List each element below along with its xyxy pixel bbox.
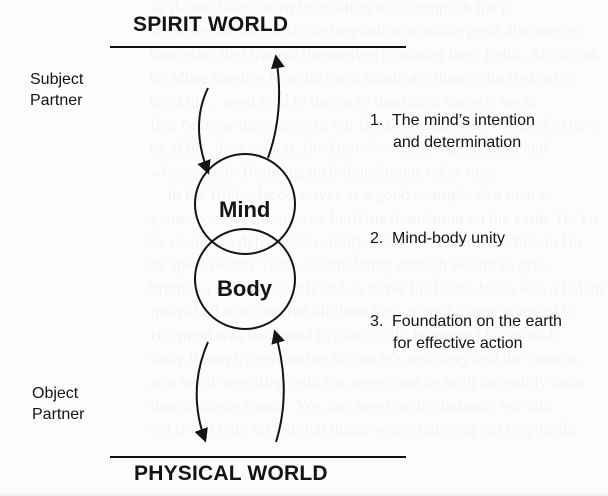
object-partner-label: Object Partner: [32, 385, 85, 423]
mind-circle: [194, 153, 296, 255]
body-circle: [194, 228, 296, 330]
down-arrow-upper: [197, 87, 211, 175]
up-arrow-upper: [267, 54, 285, 159]
body-label: Body: [217, 276, 272, 301]
list-item-text: Mind-body unity: [392, 230, 505, 247]
list-item-text: Foundation on the earth: [392, 313, 562, 330]
list-item-number: 1.: [370, 112, 384, 129]
down-arrow-lower: [194, 341, 209, 443]
list-item: 3. Foundation on the earth for effective …: [370, 311, 600, 355]
list-item-number: 2.: [370, 230, 384, 247]
list-item-text: The mind’s intention: [392, 112, 535, 129]
list-item: 1. The mind’s intention and determination: [370, 110, 600, 154]
spirit-world-label: SPIRIT WORLD: [133, 13, 289, 36]
list-item-text: for effective action: [393, 335, 523, 352]
mind-label: Mind: [219, 197, 271, 222]
subject-partner-label: Subject Partner: [30, 71, 84, 109]
list-item-text: and determination: [393, 134, 522, 151]
up-arrow-lower: [271, 329, 285, 443]
list-item-number: 3.: [370, 313, 384, 330]
list-item: 2. Mind-body unity: [370, 228, 600, 250]
physical-world-label: PHYSICAL WORLD: [134, 462, 328, 485]
